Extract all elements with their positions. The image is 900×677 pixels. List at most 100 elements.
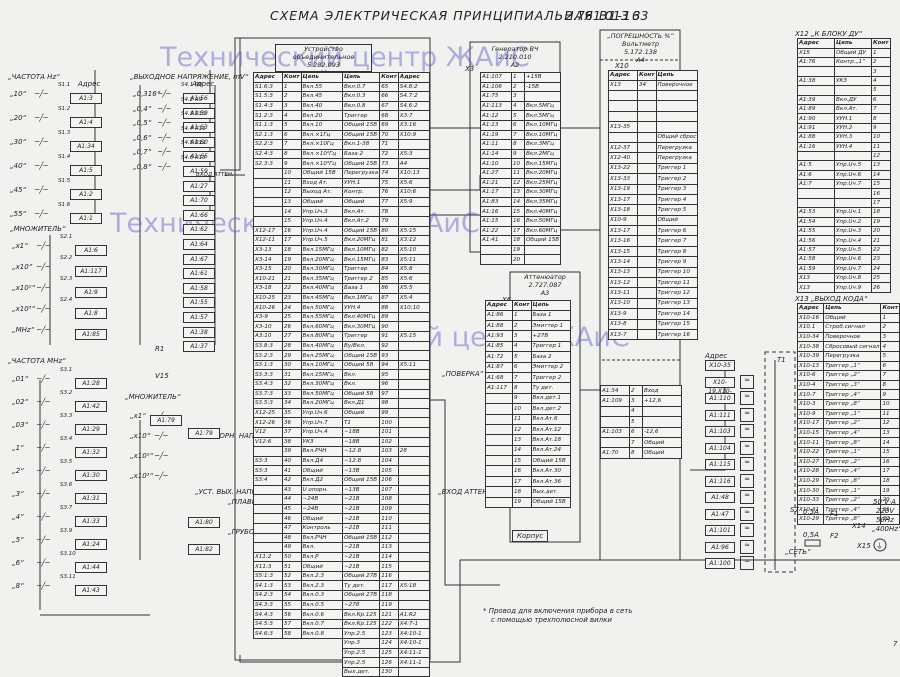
table-cell: X10-29 <box>796 514 825 525</box>
switch-position-label: „2“ <box>12 467 24 475</box>
power-address-box: A1:111 <box>705 409 735 421</box>
table-cell: Вкл.15МГц <box>523 158 562 169</box>
table-cell: Триггер „8“ <box>823 437 882 448</box>
table-cell: Упр.Uч.9 <box>834 282 872 293</box>
table-cell: X13-35 <box>608 121 638 133</box>
table-cell: A1:70 <box>600 447 630 459</box>
table-cell: Вкл.35МГц <box>300 273 343 285</box>
switch-contact-icon: ─╱─ <box>37 421 50 429</box>
table-cell: X13-8 <box>608 318 638 330</box>
table-cell <box>600 405 630 418</box>
table-row: Общий сброс <box>608 131 699 143</box>
a1-block-outline <box>234 37 431 661</box>
table-cell: A1:11 <box>480 139 512 150</box>
table-cell: 28 <box>397 446 430 457</box>
table-cell: X10-15 <box>796 427 825 439</box>
table-cell: 22 <box>880 514 900 525</box>
table-cell: Триггер „2“ <box>823 418 882 429</box>
table-cell: 22 <box>871 244 891 256</box>
table-cell: X15 <box>797 47 835 59</box>
switch-position-label: „x1“ <box>12 242 28 250</box>
switch-contact-icon: ─╱─ <box>37 305 50 313</box>
table-cell: Вкл.0.7 <box>341 81 381 93</box>
address-box: A1:56 <box>183 93 215 104</box>
table-cell: УУН.1 <box>341 177 381 189</box>
table-cell <box>397 388 430 400</box>
table-cell: Общий 15В <box>341 474 381 486</box>
table-cell <box>397 455 430 467</box>
rectifier-icon: ≈ <box>740 374 754 389</box>
table-cell: 5 <box>880 350 900 362</box>
table-cell: 9 <box>871 122 891 134</box>
table-cell: X13-17 <box>608 193 638 206</box>
table-cell: A1:106 <box>480 81 512 93</box>
table-cell: X10-4 <box>796 379 825 391</box>
table-cell: 20 <box>282 263 302 275</box>
switch-position-label: „45“ <box>10 186 27 194</box>
table-cell: 16 <box>511 215 525 227</box>
switch-ref-label: S3.7 <box>60 505 73 511</box>
table-cell: 3 <box>871 66 891 77</box>
table-cell: Общий 58 <box>341 388 381 400</box>
table-cell: Триггер 2 <box>530 371 571 384</box>
table-cell <box>637 152 657 164</box>
table-cell: Общий 27В <box>341 590 381 601</box>
table-cell: 4 <box>880 341 900 352</box>
table-cell: Общий 15В <box>530 496 571 509</box>
a4-connector: X10 <box>615 62 629 70</box>
switch-position-label: „x10²“ <box>12 284 36 292</box>
table-cell: 96 <box>379 379 399 390</box>
table-cell: 13 <box>511 187 525 198</box>
switch-contact-icon: ─╱─ <box>35 114 48 122</box>
switch-contact-icon: ─╱─ <box>37 582 50 590</box>
table-cell: A1:55 <box>797 225 835 237</box>
table-cell: 78 <box>379 206 399 217</box>
table-cell: 20 <box>511 254 525 265</box>
table-cell: Вкл.55МГц <box>300 311 343 323</box>
table-cell <box>480 254 512 265</box>
table-cell <box>523 254 562 265</box>
switch-ref-label: S1.1 <box>58 82 71 88</box>
table-cell <box>637 193 657 206</box>
table-cell: A1:107 <box>480 72 512 83</box>
table-cell: -12,6 <box>642 426 682 438</box>
table-cell: X12-37 <box>608 141 638 154</box>
table-cell: 9 <box>880 389 900 400</box>
ref-voltage-label: „ОПОРН. НАПРЯЖ.“ <box>205 432 277 440</box>
table-cell: X5:6 <box>397 273 430 285</box>
switch-position-label: „20“ <box>10 114 27 122</box>
table-cell: A1:16 <box>480 206 512 217</box>
table-cell: 104 <box>379 455 399 467</box>
switch-ref-label: S1.6 <box>58 202 71 208</box>
table-cell: 18 <box>511 235 525 246</box>
table-cell: 3 <box>629 395 643 407</box>
table-cell: Упр.Uч.4 <box>300 225 343 237</box>
table-cell: Общий <box>300 196 343 208</box>
switch-position-label: „55“ <box>10 210 27 218</box>
x12-title: X12 „К БЛОКУ ДУ“ <box>795 30 863 38</box>
fine-label: „ПЛАВНО“ <box>228 498 267 506</box>
address-box: A1:55 <box>183 297 215 309</box>
table-cell: 35 <box>282 407 302 419</box>
switch-contact-icon: ─╱─ <box>158 163 171 171</box>
